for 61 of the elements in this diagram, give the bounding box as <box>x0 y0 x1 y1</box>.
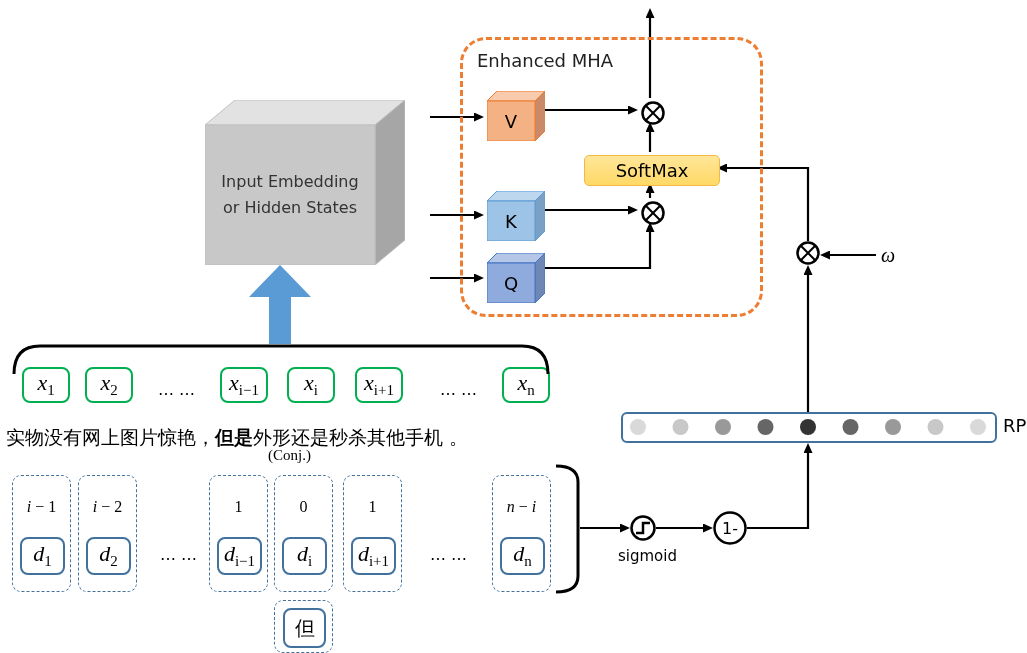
token-box: x$_{2}$ <box>85 367 133 403</box>
index-label: 1 <box>233 498 244 516</box>
dashed-group-box <box>12 475 71 592</box>
arrow <box>542 205 638 215</box>
sentence-text: 实物没有网上图片惊艳，但是外形还是秒杀其他手机 。 <box>6 425 469 450</box>
ellipsis-text: … … <box>158 380 196 399</box>
arrow <box>747 443 813 530</box>
bar-label: RP <box>1003 415 1027 436</box>
arrow <box>820 250 876 260</box>
arrow <box>542 222 655 270</box>
arrow <box>430 210 484 220</box>
omega-symbol: ω <box>876 243 900 267</box>
distance-box: 但 <box>283 608 326 648</box>
distance-box: d$_{2}$ <box>86 537 131 575</box>
index-label: 1 <box>367 498 378 516</box>
dashed-group-box <box>460 37 763 317</box>
arrow <box>717 163 810 241</box>
one-minus-circle: 1- <box>713 511 747 545</box>
multiply-circle <box>641 201 665 225</box>
ellipsis-text: … … <box>440 380 478 399</box>
dashed-group-box <box>209 475 268 592</box>
dashed-group-box <box>78 475 137 592</box>
arrow <box>645 122 655 152</box>
token-box: x$_{i−1}$ <box>220 367 268 403</box>
arrow <box>645 8 655 98</box>
node-caption: sigmoid <box>618 547 677 565</box>
bracket <box>556 464 580 594</box>
distance-box: d$_{1}$ <box>20 537 65 575</box>
arrow <box>542 105 638 115</box>
distance-box: d$_{n}$ <box>500 537 545 575</box>
index-label: i − 2 <box>91 498 124 516</box>
arrow <box>645 183 655 198</box>
dashed-group-box <box>274 600 333 653</box>
bracket <box>12 344 550 374</box>
arrow <box>430 273 484 283</box>
index-label: 0 <box>298 498 309 516</box>
pos-tag-label: (Conj.) <box>268 447 311 464</box>
multiply-circle <box>796 241 820 265</box>
softmax-box: SoftMax <box>584 155 720 186</box>
arrow <box>803 265 813 412</box>
token-box: x$_{i}$ <box>287 367 335 403</box>
ellipsis-text: … … <box>430 545 468 564</box>
dashed-group-box <box>343 475 402 592</box>
index-label: i − 1 <box>25 498 58 516</box>
arrow <box>249 265 311 344</box>
multiply-circle <box>641 101 665 125</box>
arrow <box>430 112 484 122</box>
sigmoid-circle <box>630 515 656 541</box>
index-label: n − i <box>505 498 538 516</box>
distance-box: d$_{i−1}$ <box>217 537 262 575</box>
dashed-group-box <box>274 475 333 592</box>
dashed-group-box <box>492 475 551 592</box>
group-title: Enhanced MHA <box>477 50 614 71</box>
distance-box: d$_{i+1}$ <box>351 537 396 575</box>
token-box: x$_{n}$ <box>502 367 550 403</box>
arrow <box>656 523 713 533</box>
token-box: x$_{i+1}$ <box>355 367 403 403</box>
arrow <box>580 523 630 533</box>
distance-box: d$_{i}$ <box>282 537 327 575</box>
ellipsis-text: … … <box>160 545 198 564</box>
token-box: x$_{1}$ <box>22 367 70 403</box>
